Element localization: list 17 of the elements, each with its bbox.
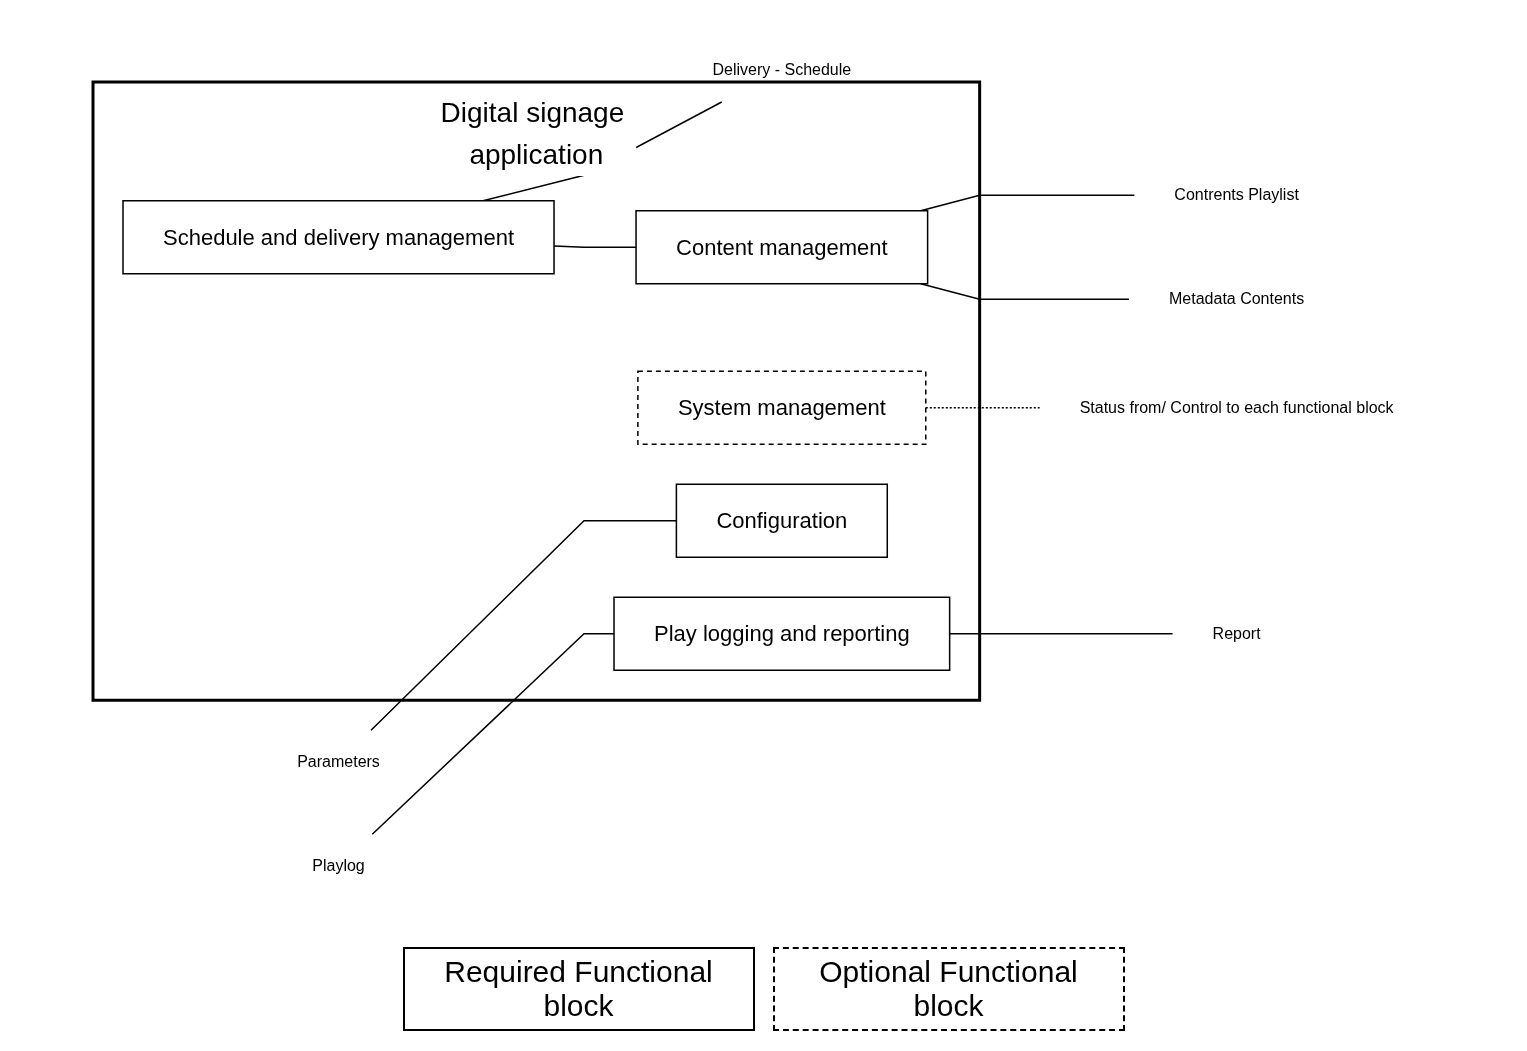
node-text: Contrents Playlist [1174, 186, 1300, 204]
node-text: Status from/ Control to each functional block [1079, 399, 1394, 417]
node-box: Content management [635, 210, 929, 285]
node-text: Parameters [297, 753, 381, 771]
node-box: Play logging and reporting [613, 596, 951, 672]
legend-item: Required Functional block [402, 947, 755, 1031]
node-box: Schedule and delivery management [122, 200, 555, 275]
connector [920, 194, 1136, 212]
connector [949, 633, 1174, 635]
node-text: Metadata Contents [1169, 290, 1305, 308]
node-box: System management [637, 370, 927, 446]
node-text: Playlog [312, 857, 365, 875]
node-box: Configuration [675, 483, 889, 559]
node-text: Report [1212, 625, 1261, 643]
legend-item: Optional Functional block [772, 947, 1125, 1031]
node-text: Delivery - Schedule [712, 61, 852, 79]
connector [371, 633, 615, 836]
